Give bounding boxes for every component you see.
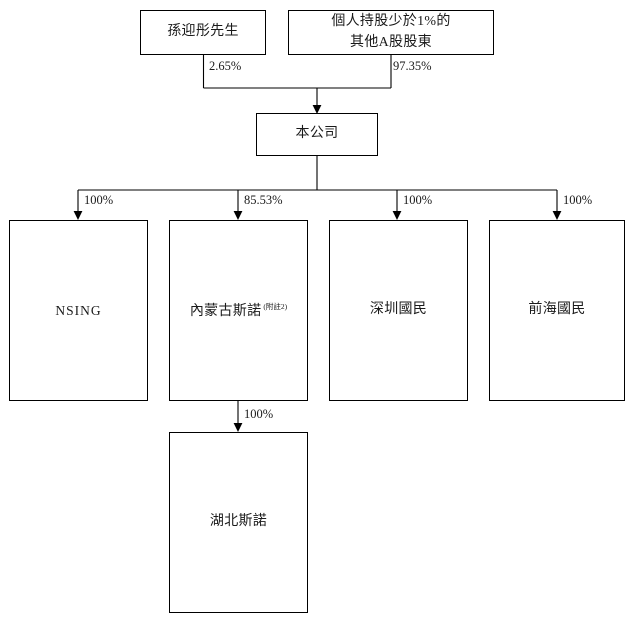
node-shenzhen-guomin[interactable]: 深圳國民 xyxy=(329,220,468,401)
edge-label-company-neimenggu: 85.53% xyxy=(244,193,283,207)
node-nsing[interactable]: NSING xyxy=(9,220,148,401)
arrowhead-qianhai xyxy=(552,211,562,220)
node-label-shenzhen-guomin: 深圳國民 xyxy=(369,302,428,318)
node-hubei-sinuo[interactable]: 湖北斯諾 xyxy=(169,432,308,613)
node-neimenggu-sinuo[interactable]: 內蒙古斯諾(附註2) xyxy=(169,220,308,401)
node-label-qianhai-guomin: 前海國民 xyxy=(528,302,586,318)
edge-label-othera-company: 97.35% xyxy=(393,59,432,73)
arrowhead-hubei xyxy=(233,423,243,432)
edge-label-company-nsing: 100% xyxy=(84,193,114,207)
node-label-sun-yingtong: 孫迎彤先生 xyxy=(167,24,239,40)
node-label-neimenggu-sinuo-wrap: 內蒙古斯諾(附註2) xyxy=(190,299,287,322)
edge-label-neimenggu-hubei: 100% xyxy=(244,407,274,421)
node-label-neimenggu-sinuo: 內蒙古斯諾 xyxy=(189,303,262,319)
edge-label-company-qianhai: 100% xyxy=(563,193,593,207)
node-company[interactable]: 本公司 xyxy=(256,113,378,156)
node-label-nsing: NSING xyxy=(55,302,102,318)
node-qianhai-guomin[interactable]: 前海國民 xyxy=(489,220,625,401)
node-label-other-a-shareholders: 個人持股少於1%的 其他A股股東 xyxy=(331,14,451,50)
node-other-a-shareholders[interactable]: 個人持股少於1%的 其他A股股東 xyxy=(288,10,494,55)
node-sun-yingtong[interactable]: 孫迎彤先生 xyxy=(140,10,266,55)
edge-label-company-shenzhen: 100% xyxy=(403,193,433,207)
node-label-company: 本公司 xyxy=(295,126,339,142)
node-label-hubei-sinuo: 湖北斯諾 xyxy=(209,514,268,530)
arrowhead-shenzhen xyxy=(392,211,402,220)
node-footnote-marker-neimenggu: (附註2) xyxy=(263,301,288,311)
arrowhead-neimenggu xyxy=(233,211,243,220)
edge-label-sun-company: 2.65% xyxy=(209,59,242,73)
arrowhead-nsing xyxy=(73,211,83,220)
